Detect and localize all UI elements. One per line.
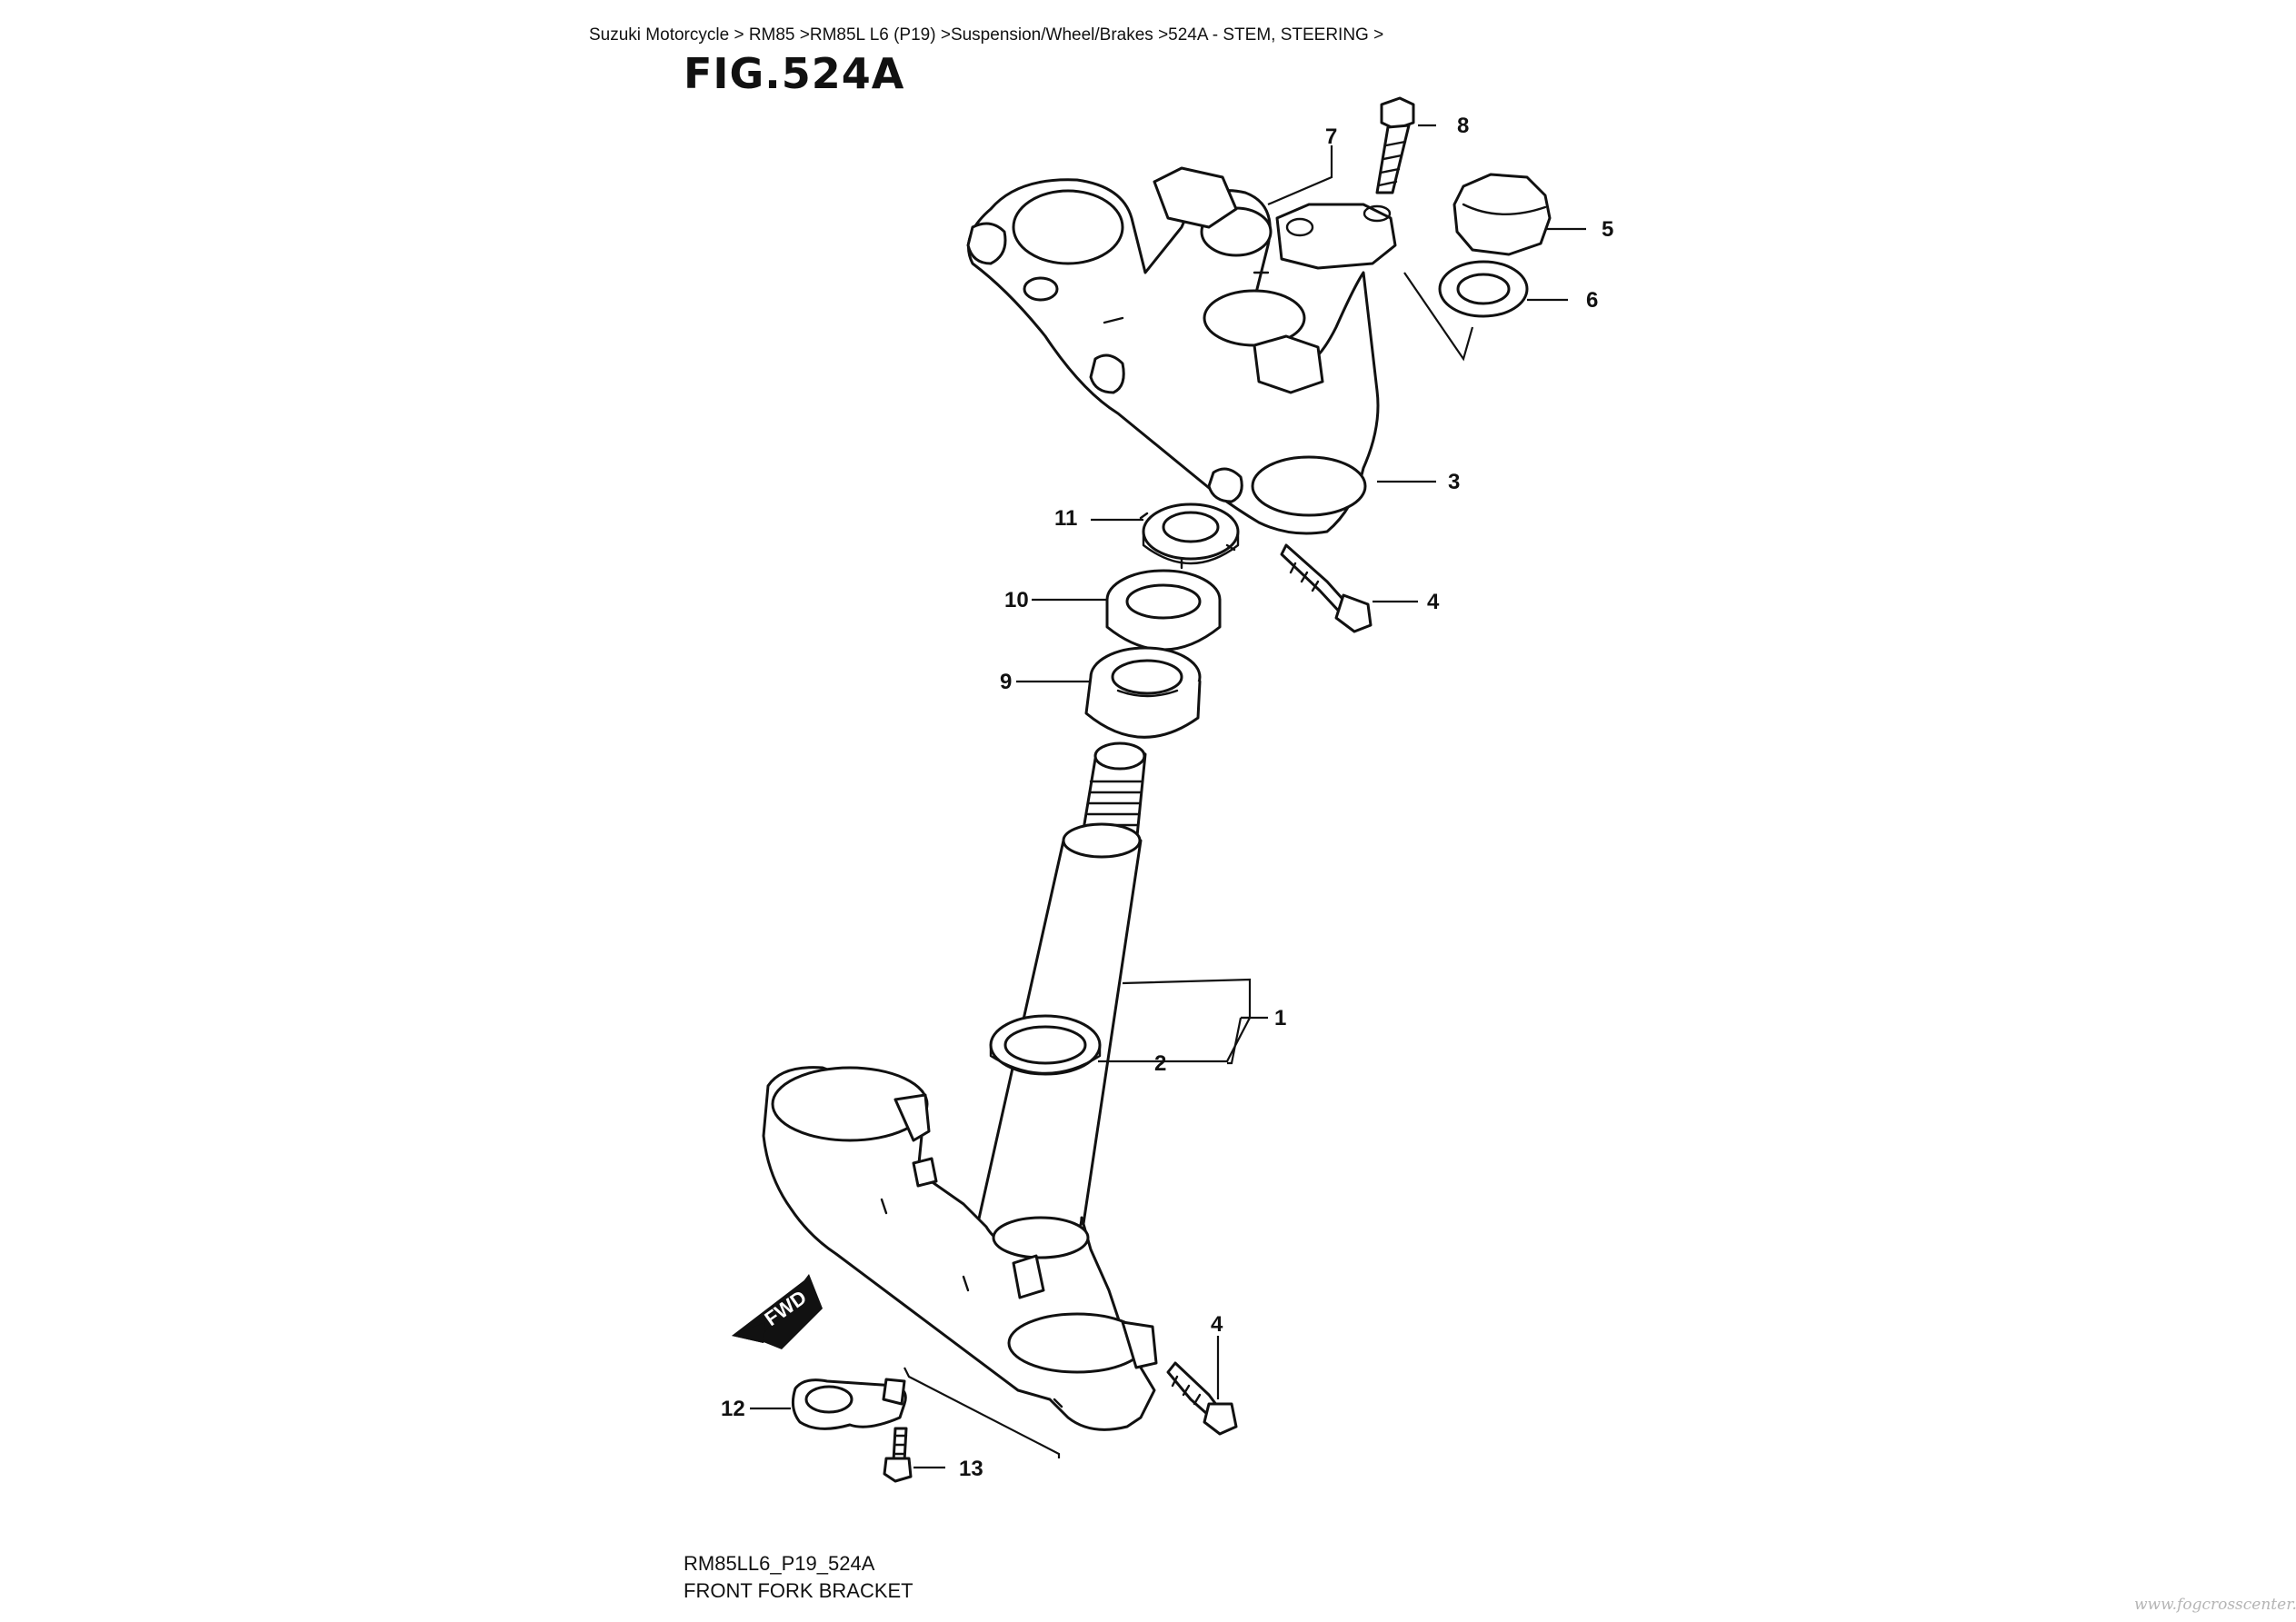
callout-11[interactable]: 11 (1054, 506, 1077, 531)
callout-13[interactable]: 13 (959, 1457, 983, 1481)
pinch-bolt-lower[interactable] (1166, 1361, 1238, 1436)
cap-nut[interactable] (1452, 173, 1552, 256)
callout-3[interactable]: 3 (1448, 470, 1460, 494)
dust-seal[interactable] (1105, 569, 1222, 652)
breadcrumb[interactable]: Suzuki Motorcycle > RM85 >RM85L L6 (P19)… (589, 25, 1384, 45)
callout-4-lower[interactable]: 4 (1211, 1312, 1223, 1337)
stem-ring[interactable] (989, 1014, 1102, 1076)
figure-code: RM85LL6_P19_524A (684, 1552, 875, 1575)
lower-bracket[interactable] (762, 1066, 1158, 1431)
callout-2[interactable]: 2 (1154, 1051, 1166, 1076)
callout-1[interactable]: 1 (1274, 1006, 1286, 1030)
callout-4-upper[interactable]: 4 (1427, 590, 1440, 614)
clamp-bolt[interactable] (883, 1427, 913, 1483)
callout-8[interactable]: 8 (1457, 114, 1469, 138)
steering-stem[interactable] (975, 741, 1147, 1254)
callout-5[interactable]: 5 (1602, 217, 1613, 242)
bearing[interactable] (1084, 646, 1202, 739)
callout-6[interactable]: 6 (1586, 288, 1598, 313)
callout-labels: 1 2 3 4 4 5 6 7 8 9 10 11 12 13 (721, 114, 1613, 1481)
stem-nut[interactable] (1139, 503, 1240, 570)
callout-12[interactable]: 12 (721, 1397, 745, 1421)
washer[interactable] (1438, 260, 1529, 318)
figure-name: FRONT FORK BRACKET (684, 1579, 913, 1602)
watermark: www.fogcrosscenter.dk (2134, 1596, 2296, 1614)
hose-clamp[interactable] (791, 1378, 907, 1430)
figure-title: FIG.524A (684, 49, 905, 98)
upper-bracket[interactable] (966, 166, 1380, 535)
callout-10[interactable]: 10 (1004, 588, 1029, 612)
top-bolt[interactable] (1375, 96, 1415, 194)
leader-lines (750, 124, 1586, 1469)
fwd-arrow-icon: FWD (732, 1274, 823, 1349)
pinch-bolt-upper[interactable] (1280, 543, 1373, 633)
callout-7[interactable]: 7 (1325, 124, 1337, 149)
callout-9[interactable]: 9 (1000, 670, 1012, 694)
handlebar-holder[interactable] (1275, 203, 1397, 270)
